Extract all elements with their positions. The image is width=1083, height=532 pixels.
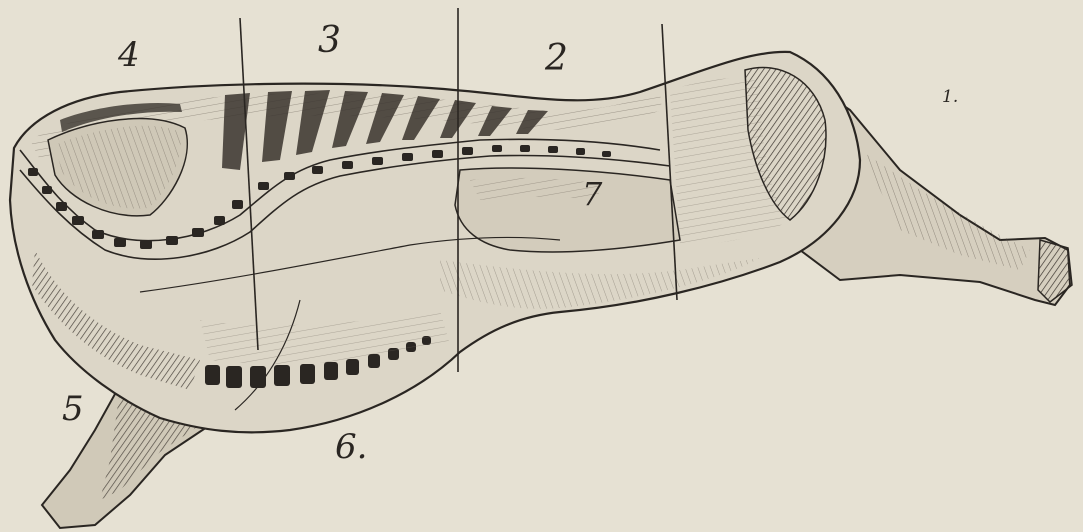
region-label-3: 3 [318,20,341,61]
region-label-7: 7 [582,175,603,213]
region-label-4: 4 [117,35,140,75]
region-label-1: 1. [942,87,958,107]
region-label-6: 6. [335,427,367,467]
region-label-5: 5 [62,389,84,429]
region-label-2: 2 [544,38,568,79]
